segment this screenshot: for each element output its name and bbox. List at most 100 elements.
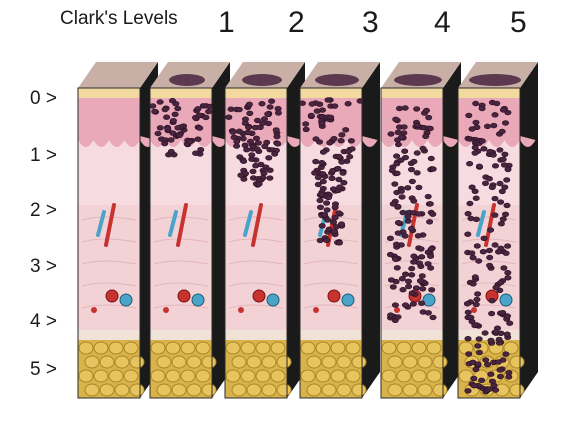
melanoma-cell <box>266 175 274 181</box>
collagen-fiber <box>81 260 137 265</box>
dermis-base <box>458 330 520 340</box>
melanoma-cell <box>394 220 402 226</box>
vessel-cross-section-blue <box>422 293 436 307</box>
fat-lobule <box>195 341 211 355</box>
specimen-block-3 <box>298 62 380 399</box>
melanoma-cell <box>261 143 269 150</box>
fat-lobule <box>261 355 277 369</box>
melanoma-cell <box>268 98 276 104</box>
melanoma-cell <box>491 163 499 169</box>
melanoma-cell <box>338 132 346 138</box>
melanoma-cell <box>230 134 238 141</box>
dermis-base <box>78 330 140 340</box>
melanoma-cell <box>387 312 395 318</box>
melanoma-cell <box>468 184 476 190</box>
block-outline <box>149 87 213 399</box>
fat-lobule <box>345 369 361 383</box>
fat-lobule <box>381 341 397 355</box>
melanoma-cell <box>302 126 310 133</box>
fat-lobule <box>99 355 115 369</box>
fat-lobule <box>78 341 94 355</box>
stratum-corneum <box>150 88 212 98</box>
melanoma-cell <box>272 127 280 133</box>
melanoma-cell <box>264 111 272 117</box>
capillary <box>313 307 319 313</box>
melanoma-cell <box>488 184 496 191</box>
capillary <box>163 307 169 313</box>
melanoma-cell <box>271 151 279 157</box>
fat-lobule <box>201 355 217 369</box>
fat-lobule <box>231 355 247 369</box>
melanoma-cell <box>233 143 241 149</box>
melanoma-cell <box>391 302 399 308</box>
melanoma-cell <box>428 287 436 293</box>
melanoma-cell <box>347 138 355 144</box>
melanoma-cell <box>387 277 395 283</box>
block-outline <box>299 87 363 399</box>
melanoma-cell <box>415 184 423 191</box>
fat-lobule <box>156 383 172 397</box>
melanoma-cell <box>202 114 210 121</box>
melanoma-cell <box>163 114 171 120</box>
melanoma-cell <box>240 158 248 164</box>
melanoma-cell <box>464 211 472 217</box>
specimen-block-5 <box>457 62 538 399</box>
melanoma-cell <box>393 161 401 167</box>
melanoma-cell <box>471 144 479 151</box>
melanoma-cell <box>316 204 324 211</box>
melanoma-cell <box>242 116 250 122</box>
melanoma-cell <box>324 97 332 103</box>
capillary <box>238 307 244 313</box>
melanoma-cell <box>497 221 505 227</box>
melanoma-cell <box>491 112 499 118</box>
melanoma-cell <box>401 148 409 154</box>
melanoma-cell <box>498 188 506 195</box>
block-top-face <box>78 62 158 88</box>
fat-lobule <box>255 341 271 355</box>
depth-label-2: 2 > <box>30 200 57 221</box>
melanoma-cell <box>169 117 177 124</box>
melanoma-cell <box>311 170 319 176</box>
fat-lobule <box>315 341 331 355</box>
melanoma-cell <box>161 140 169 147</box>
melanoma-cell <box>407 225 415 232</box>
fat-lobule <box>114 355 130 369</box>
melanoma-cell <box>479 249 487 255</box>
melanoma-cell <box>241 142 249 149</box>
melanoma-cell <box>393 153 401 159</box>
melanoma-cell <box>404 218 412 224</box>
fat-lobule <box>417 355 433 369</box>
fat-lobule <box>186 383 202 397</box>
melanoma-cell <box>326 140 334 146</box>
collagen-fiber <box>81 282 137 287</box>
melanoma-cell <box>472 195 480 201</box>
melanoma-cell <box>414 122 422 129</box>
melanoma-cell <box>408 272 416 278</box>
melanoma-cell <box>502 351 510 357</box>
melanoma-cell <box>197 147 205 153</box>
melanoma-cell <box>167 137 175 143</box>
melanoma-cell <box>504 243 512 249</box>
melanoma-cell <box>488 298 496 304</box>
melanoma-cell <box>243 147 251 153</box>
fat-lobule <box>165 341 181 355</box>
melanoma-cell <box>467 314 475 321</box>
fat-lobule <box>225 341 241 355</box>
melanoma-cell <box>186 139 194 145</box>
collagen-fiber <box>461 282 517 287</box>
melanoma-cell <box>318 191 326 198</box>
melanoma-cell <box>429 314 437 321</box>
melanoma-cell <box>335 240 343 246</box>
fat-lobule <box>330 341 346 355</box>
melanoma-cell <box>225 114 233 120</box>
melanoma-cell <box>319 171 327 177</box>
melanoma-cell <box>393 170 401 177</box>
melanoma-cell <box>246 110 254 117</box>
fat-lobule <box>300 341 316 355</box>
melanoma-cell <box>426 201 434 207</box>
fat-lobule <box>180 369 196 383</box>
melanoma-cell <box>330 136 338 142</box>
melanoma-cell <box>410 198 418 204</box>
melanoma-cell <box>401 271 409 277</box>
melanoma-cell <box>496 180 504 187</box>
